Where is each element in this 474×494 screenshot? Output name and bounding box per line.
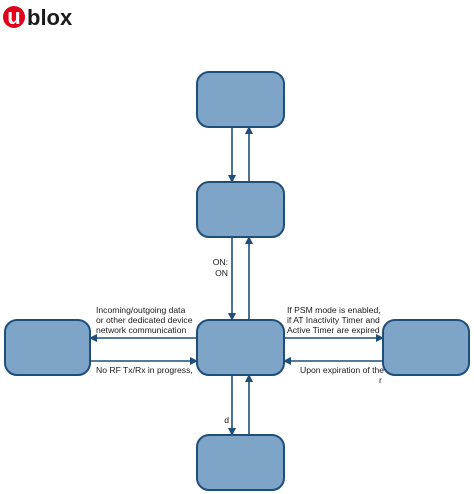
state-box-top	[196, 71, 285, 128]
state-box-right	[382, 319, 470, 376]
label-r-fragment: r	[379, 375, 382, 385]
state-box-bottom	[196, 434, 285, 491]
label-d-fragment: d	[224, 415, 229, 425]
label-on-line1: ON:	[213, 257, 228, 267]
logo-mark-circle	[3, 6, 25, 28]
label-incoming-line2: or other dedicated device	[96, 315, 193, 325]
label-incoming-line3: network communication	[96, 325, 186, 335]
label-on-line2: ON	[215, 268, 228, 278]
label-incoming-line1: Incoming/outgoing data	[96, 305, 186, 315]
label-psm-line2: if AT Inactivity Timer and	[287, 315, 380, 325]
state-box-center	[196, 319, 285, 376]
label-no-rf: No RF Tx/Rx in progress,	[96, 365, 193, 375]
logo-mark-letter: u	[7, 4, 20, 29]
ublox-logo: u blox	[3, 4, 73, 30]
label-upon-expiration: Upon expiration of the	[300, 365, 384, 375]
state-box-left	[4, 319, 91, 376]
label-psm-line1: If PSM mode is enabled,	[287, 305, 381, 315]
state-box-upper	[196, 181, 285, 238]
logo-wordmark: blox	[27, 5, 73, 30]
label-psm-line3: Active Timer are expired	[287, 325, 380, 335]
